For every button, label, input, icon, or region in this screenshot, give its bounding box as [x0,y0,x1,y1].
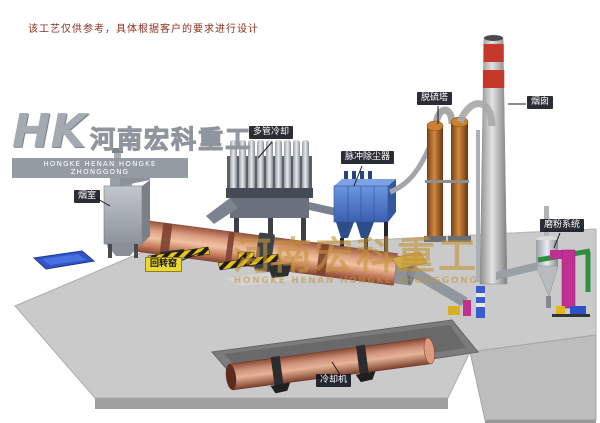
label-cooler: 冷却机 [316,374,352,388]
multi-tube-cooler [206,140,336,244]
desulfurization-towers [424,106,471,242]
label-multi-tube-cooler: 多管冷却 [249,126,294,140]
callout-lines [95,103,561,377]
smoke-chamber [103,148,150,258]
disclaimer-note: 该工艺仅供参考，具体根据客户的要求进行设计 [28,24,259,35]
label-pulse-dust-collector: 脉冲除尘器 [341,151,395,165]
logo-monogram: HK [12,104,87,158]
label-desulfurization-tower: 脱硫塔 [417,92,453,106]
rotary-kiln [107,215,416,286]
company-logo: HK 河南宏科重工 HONGKE HENAN HONGKE ZHONGGONG [12,104,253,178]
pulse-dust-collector [333,146,432,256]
label-chimney: 烟囱 [527,96,554,110]
label-rotary-kiln: 回转窑 [145,257,183,273]
kiln-discharge-hood [391,251,468,306]
cooling-tubes [230,140,309,190]
label-grinding-system: 磨粉系统 [540,219,585,233]
auxiliary-equipment [448,286,485,318]
grinding-system [496,206,591,317]
label-smoke-chamber: 烟室 [74,190,101,204]
chimney [456,35,508,285]
logo-company-name-cn: 河南宏科重工 [90,125,253,155]
rotary-cooler [225,337,435,394]
logo-row: HK 河南宏科重工 [12,104,253,158]
water-pool [32,250,96,270]
logo-company-name-en: HONGKE HENAN HONGKE ZHONGGONG [12,158,188,178]
